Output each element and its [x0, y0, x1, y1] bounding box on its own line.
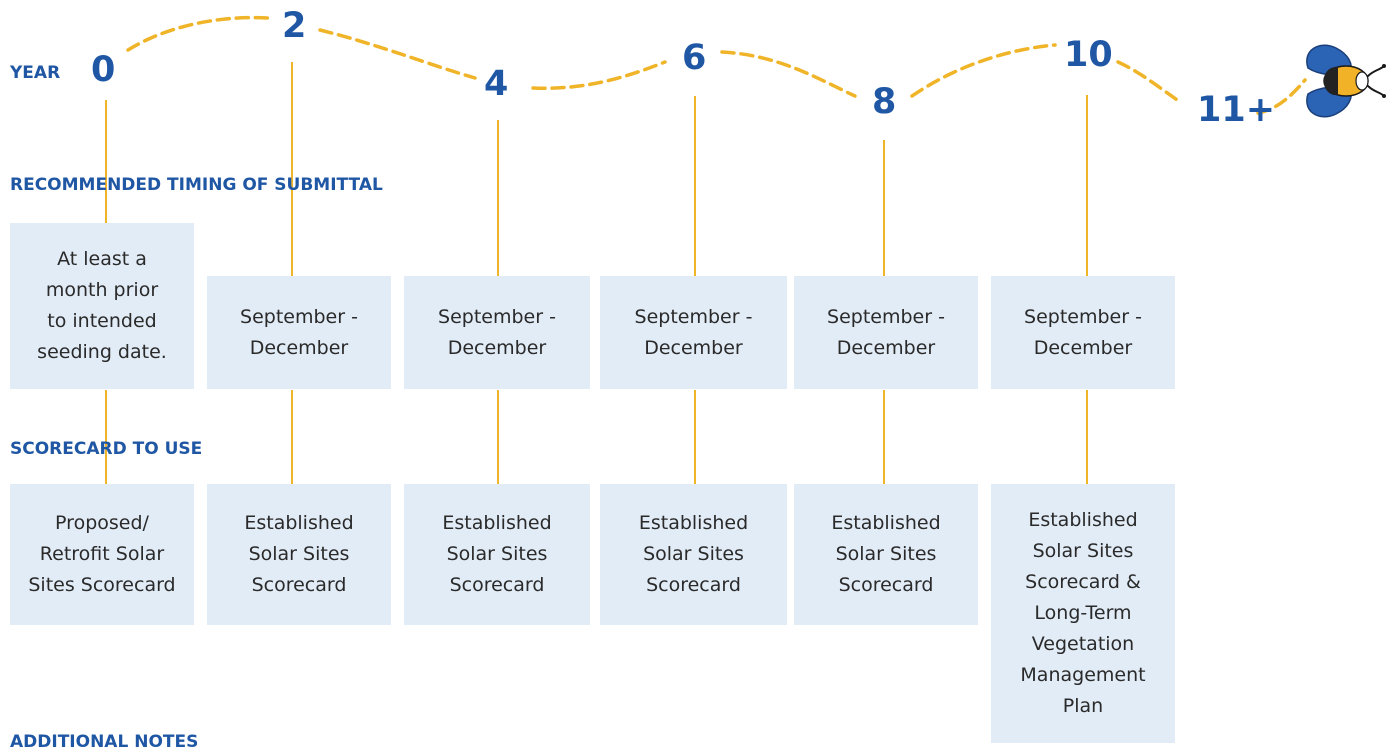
- scorecard-box-text: Established Solar Sites Scorecard: [244, 512, 354, 596]
- notes-section-label: ADDITIONAL NOTES: [10, 732, 199, 752]
- year-6: 6: [682, 38, 707, 78]
- connector-line-6: [694, 96, 696, 276]
- timing-section-label: RECOMMENDED TIMING OF SUBMITTAL: [10, 175, 383, 195]
- timing-box-text: September - December: [827, 305, 945, 359]
- scorecard-box: Established Solar Sites Scorecard: [794, 484, 978, 625]
- timing-box: At least a month prior to intended seedi…: [10, 223, 194, 389]
- timing-box-text: September - December: [1024, 305, 1142, 359]
- year-10: 10: [1064, 35, 1113, 75]
- timeline-dashed-path: [126, 15, 1307, 115]
- timing-box-text: At least a month prior to intended seedi…: [37, 248, 167, 363]
- connector-line-4: [497, 120, 499, 276]
- scorecard-box: Proposed/ Retrofit Solar Sites Scorecard: [10, 484, 194, 625]
- timing-box-text: September - December: [438, 305, 556, 359]
- connector-line-10b: [1086, 390, 1088, 484]
- scorecard-box-text: Established Solar Sites Scorecard & Long…: [1020, 509, 1146, 717]
- connector-line-0: [105, 100, 107, 224]
- year-4: 4: [484, 64, 509, 104]
- scorecard-box: Established Solar Sites Scorecard: [600, 484, 787, 625]
- year-8: 8: [872, 82, 897, 122]
- connector-line-8b: [883, 390, 885, 484]
- connector-line-2: [291, 62, 293, 276]
- connector-line-4b: [497, 390, 499, 484]
- year-label: YEAR: [10, 63, 61, 83]
- scorecard-box: Established Solar Sites Scorecard: [207, 484, 391, 625]
- scorecard-section-label: SCORECARD TO USE: [10, 439, 203, 459]
- scorecard-box-text: Proposed/ Retrofit Solar Sites Scorecard: [28, 512, 176, 596]
- timing-box-text: September - December: [240, 305, 358, 359]
- year-2: 2: [282, 6, 307, 46]
- connector-line-10: [1086, 95, 1088, 276]
- connector-line-6b: [694, 390, 696, 484]
- connector-line-0b: [105, 390, 107, 484]
- year-0: 0: [91, 50, 116, 90]
- scorecard-box: Established Solar Sites Scorecard & Long…: [991, 484, 1175, 743]
- scorecard-box-text: Established Solar Sites Scorecard: [831, 512, 941, 596]
- connector-line-2b: [291, 390, 293, 484]
- timing-box: September - December: [600, 276, 787, 389]
- scorecard-box: Established Solar Sites Scorecard: [404, 484, 590, 625]
- timing-box-text: September - December: [634, 305, 753, 359]
- connector-line-8: [883, 140, 885, 276]
- timing-box: September - December: [207, 276, 391, 389]
- bee-icon: [1306, 44, 1386, 118]
- scorecard-box-text: Established Solar Sites Scorecard: [638, 512, 749, 596]
- timing-box: September - December: [794, 276, 978, 389]
- year-11-plus: 11+: [1197, 90, 1276, 130]
- scorecard-box-text: Established Solar Sites Scorecard: [442, 512, 552, 596]
- timing-box: September - December: [404, 276, 590, 389]
- timing-box: September - December: [991, 276, 1175, 389]
